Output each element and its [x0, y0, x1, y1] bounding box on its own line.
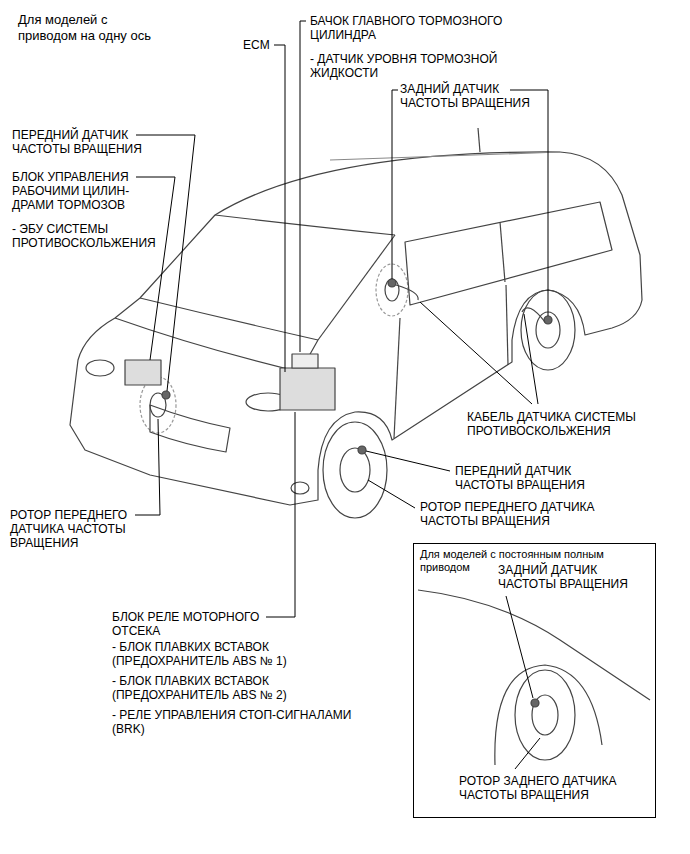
part-label: РОТОР ПЕРЕДНЕГО ДАТЧИКА ЧАСТОТЫ ВРАЩЕНИЯ [10, 508, 160, 550]
front-rotor [340, 448, 370, 492]
a-pillar [318, 235, 395, 340]
antenna [478, 128, 480, 152]
leader-line [136, 135, 195, 391]
part-label: РОТОР ЗАДНЕГО ДАТЧИКА ЧАСТОТЫ ВРАЩЕНИЯ [459, 774, 639, 802]
part-label: БЛОК УПРАВЛЕНИЯ РАБОЧИМИ ЦИЛИН- ДРАМИ ТО… [12, 170, 162, 212]
leader-line [392, 90, 398, 279]
leader-line [368, 480, 415, 508]
car-body [70, 152, 642, 505]
inset-body-line [418, 590, 650, 700]
leader-line [136, 177, 175, 360]
front-wheel [323, 422, 387, 518]
inset-wheel [515, 670, 575, 760]
speed-sensor [162, 391, 170, 399]
roof-line [330, 152, 560, 160]
door-line [506, 285, 508, 365]
windshield-base [140, 298, 318, 340]
part-label: ECM [243, 38, 303, 52]
rear-rotor [385, 279, 399, 301]
part-label: - ДАТЧИК УРОВНЯ ТОРМОЗНОЙ ЖИДКОСТИ [310, 52, 525, 80]
leader-line [420, 302, 532, 404]
part-label: РОТОР ПЕРЕДНЕГО ДАТЧИКА ЧАСТОТЫ ВРАЩЕНИЯ [420, 500, 635, 528]
leader-line [524, 314, 538, 404]
rear-rotor [536, 312, 560, 348]
sensor-cable [396, 285, 418, 300]
part-label: БАЧОК ГЛАВНОГО ТОРМОЗНОГО ЦИЛИНДРА [310, 14, 525, 42]
master-cylinder [280, 368, 335, 410]
inset-sensor [531, 699, 539, 707]
b-pillar [500, 222, 505, 282]
leader-line [274, 45, 285, 372]
part-label: КАБЕЛЬ ДАТЧИКА СИСТЕМЫ ПРОТИВОСКОЛЬЖЕНИЯ [467, 410, 672, 438]
part-label: ЗАДНИЙ ДАТЧИК ЧАСТОТЫ ВРАЩЕНИЯ [400, 82, 550, 110]
part-label: ЗАДНИЙ ДАТЧИК ЧАСТОТЫ ВРАЩЕНИЯ [498, 563, 648, 591]
part-label: - ЭБУ СИСТЕМЫ ПРОТИВОСКОЛЬЖЕНИЯ [12, 222, 182, 250]
brake-actuator [125, 360, 161, 385]
diagram-title: Для моделей с приводом на одну ось [18, 12, 166, 44]
part-label: - РЕЛЕ УПРАВЛЕНИЯ СТОП-СИГНАЛАМИ (BRK) [112, 708, 374, 736]
speed-sensor [544, 316, 552, 324]
leader-line [135, 419, 160, 515]
part-label: - БЛОК ПЛАВКИХ ВСТАВОК (ПРЕДОХРАНИТЕЛЬ A… [112, 640, 312, 668]
part-label: - БЛОК ПЛАВКИХ ВСТАВОК (ПРЕДОХРАНИТЕЛЬ A… [112, 674, 312, 702]
reservoir [292, 354, 318, 368]
part-label: ПЕРЕДНИЙ ДАТЧИК ЧАСТОТЫ ВРАЩЕНИЯ [455, 464, 615, 492]
leader-line [266, 412, 295, 617]
leader-line [515, 738, 540, 769]
inset-rotor [532, 695, 558, 735]
leader-line [300, 21, 306, 352]
speed-sensor [388, 279, 396, 287]
inset-wheel-arch [495, 665, 602, 765]
windshield-top [215, 215, 395, 235]
grille [150, 405, 230, 452]
door-line [394, 318, 400, 438]
headlight [86, 360, 114, 376]
part-label: ПЕРЕДНИЙ ДАТЧИК ЧАСТОТЫ ВРАЩЕНИЯ [12, 128, 162, 156]
fog-light [291, 482, 309, 494]
side-window [405, 202, 612, 305]
speed-sensor [358, 446, 366, 454]
leader-line [510, 90, 548, 316]
leader-line [506, 596, 533, 698]
sensor-cable [522, 308, 545, 322]
leader-line [366, 451, 450, 471]
part-label: БЛОК РЕЛЕ МОТОРНОГО ОТСЕКА [112, 610, 287, 638]
inset-panel: Для моделей с постоянным полным приводом… [413, 543, 656, 818]
